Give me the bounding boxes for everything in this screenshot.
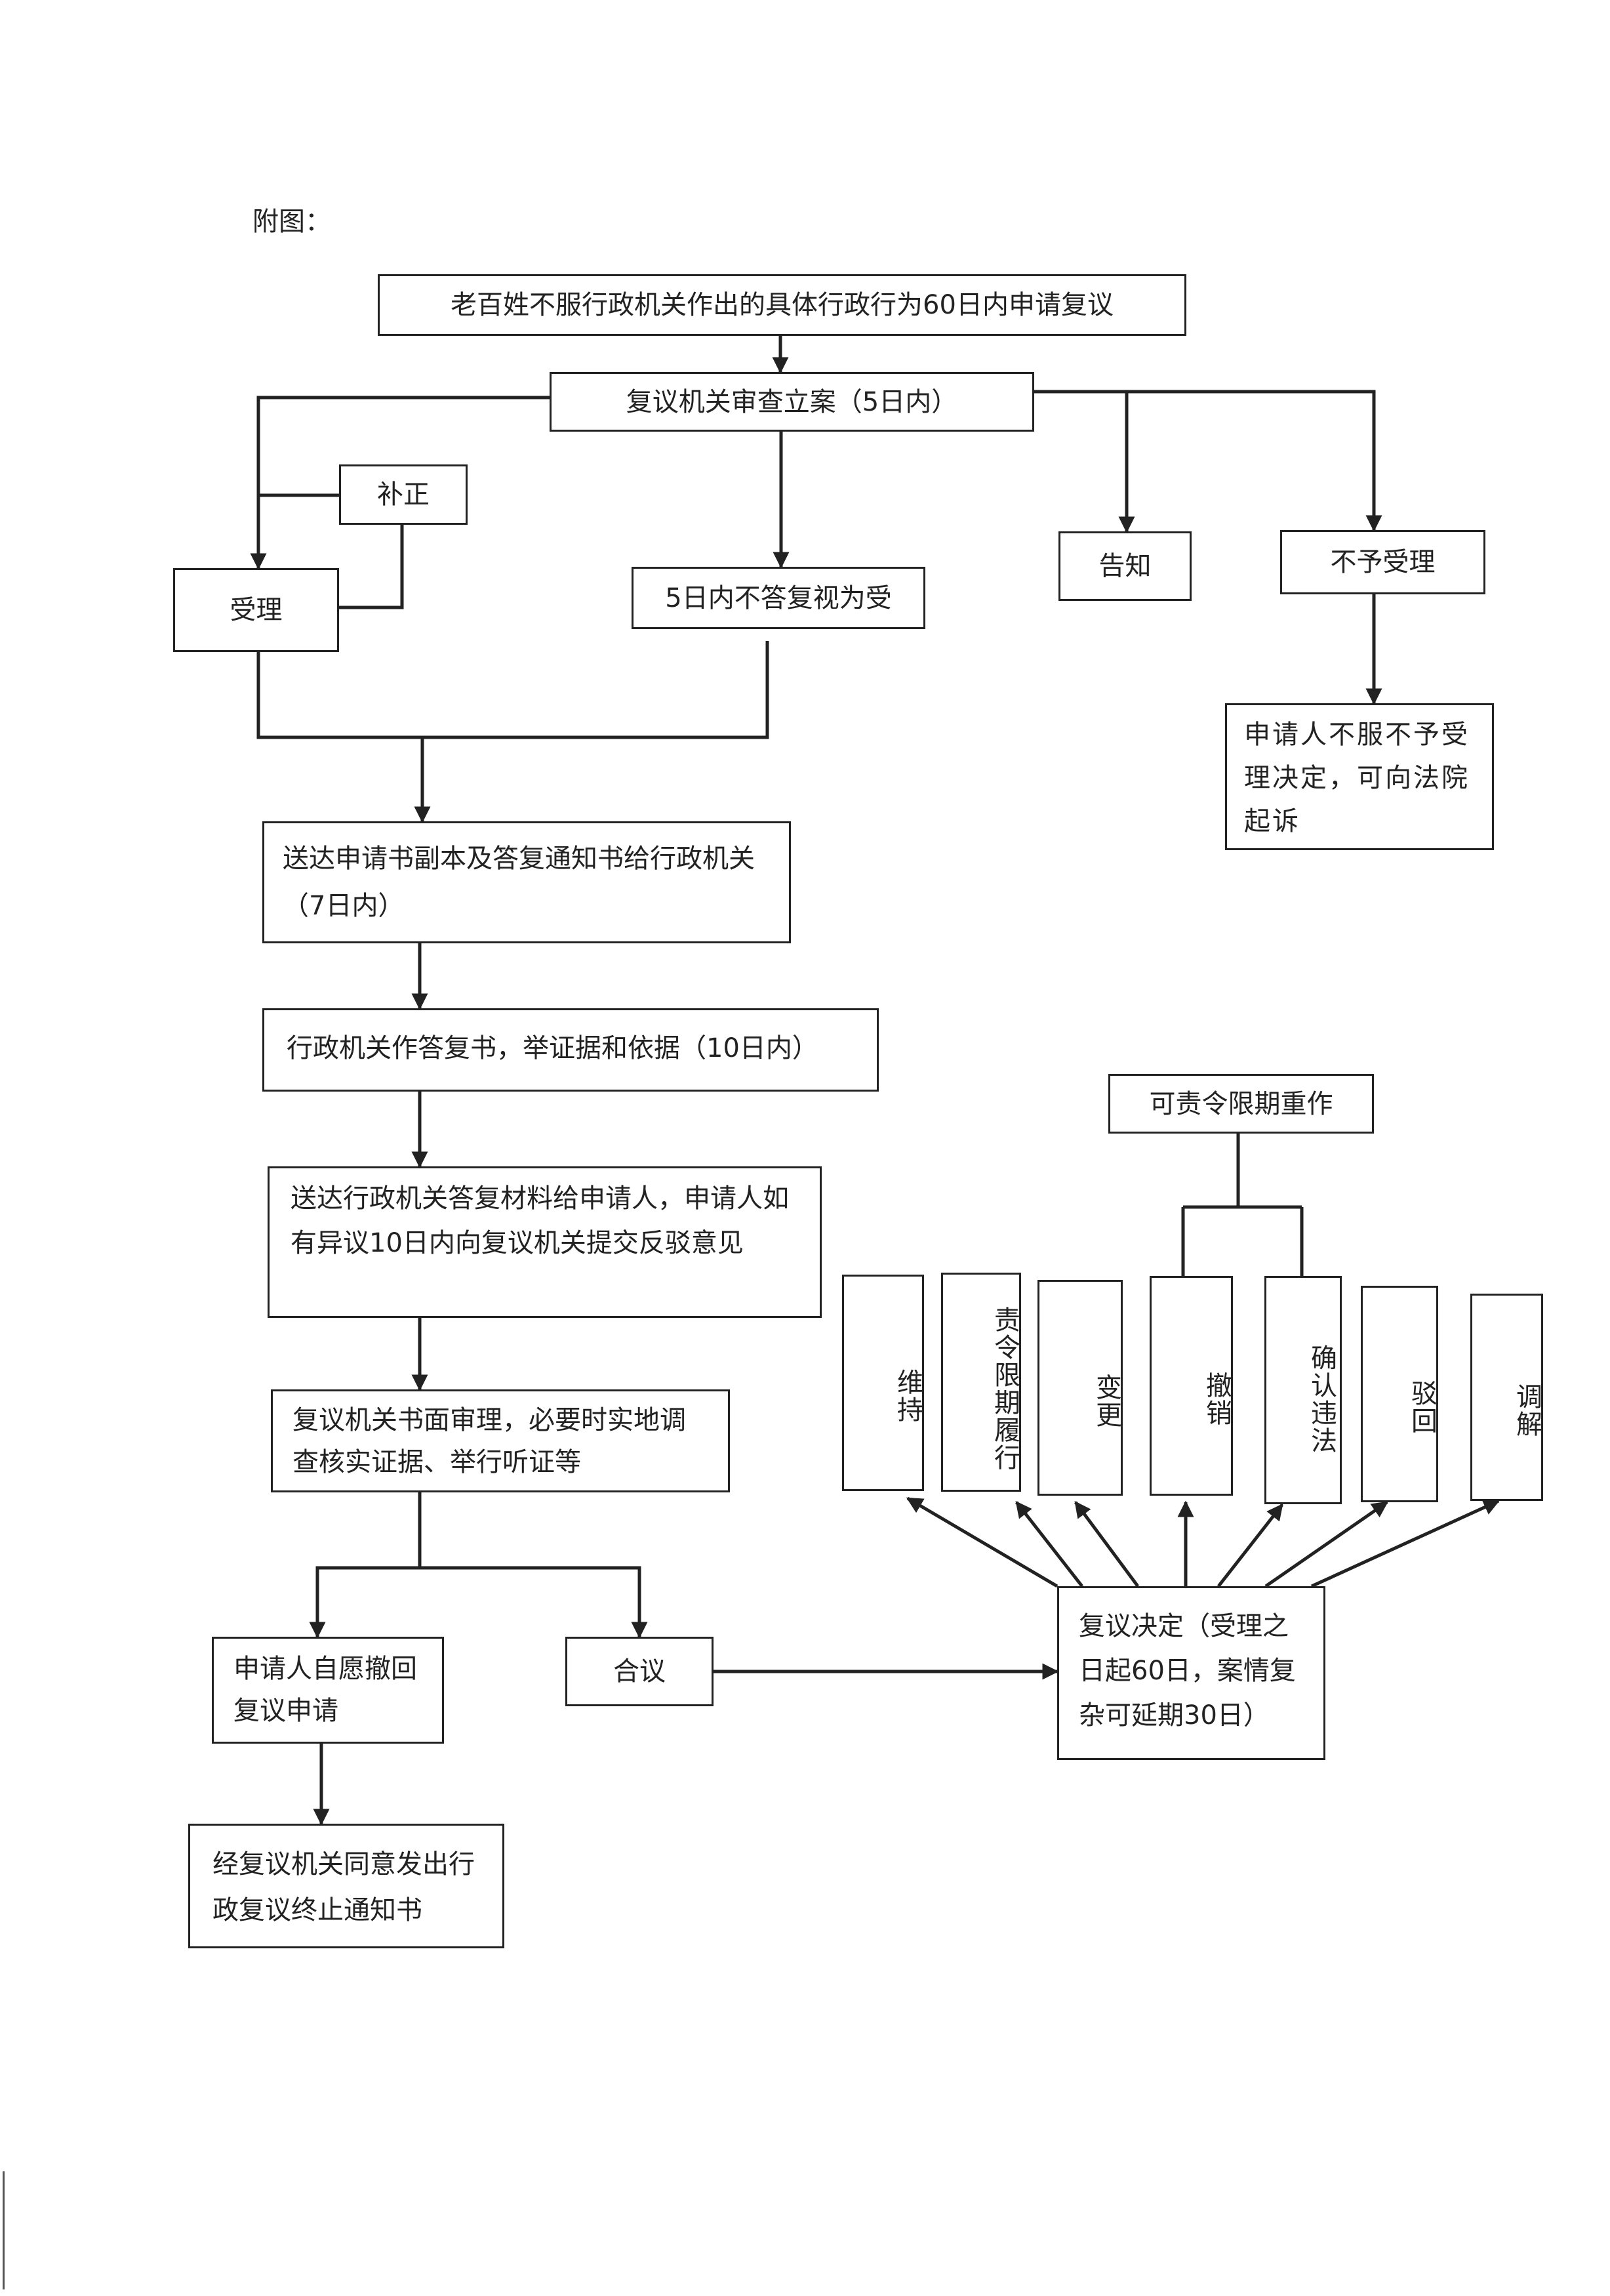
accept-text: 受理 — [230, 595, 283, 625]
deliver-copy-text: 送达申请书副本及答复通知书给行政机关（7日内） — [283, 844, 755, 921]
no-reply-box: 5日内不答复视为受 — [632, 567, 925, 629]
edge-decision-to-outcome-1 — [906, 1496, 1058, 1588]
collegial-text: 合议 — [613, 1656, 666, 1687]
decision-text: 复议决定（受理之日起60日，案情复杂可延期30日） — [1079, 1611, 1296, 1731]
deliver-reply-box: 送达行政机关答复材料给申请人，申请人如有异议10日内向复议机关提交反驳意见 — [268, 1166, 822, 1318]
edge-decision-to-outcome-5 — [1217, 1504, 1283, 1588]
redo-text: 可责令限期重作 — [1149, 1088, 1333, 1119]
edge-accept-to-correction — [339, 525, 404, 609]
edge-written-to-collegial — [420, 1566, 648, 1639]
outcome-label: 撤销 — [1201, 1371, 1232, 1427]
outcome-box-4: 撤销 — [1150, 1276, 1233, 1496]
outcome-box-5: 确认违法 — [1264, 1276, 1342, 1504]
edge-review-to-right — [1033, 390, 1382, 532]
agency-reply-text: 行政机关作答复书，举证据和依据（10日内） — [287, 1033, 818, 1063]
sue-text: 申请人不服不予受理决定，可向法院起诉 — [1244, 720, 1470, 836]
edge-decision-to-outcome-7 — [1310, 1499, 1500, 1588]
redo-box: 可责令限期重作 — [1108, 1074, 1374, 1134]
outcome-label: 确认违法 — [1306, 1344, 1337, 1454]
review-box: 复议机关审查立案（5日内） — [550, 372, 1034, 432]
review-text: 复议机关审查立案（5日内） — [626, 386, 958, 417]
no-reply-text: 5日内不答复视为受 — [665, 583, 892, 613]
decision-box: 复议决定（受理之日起60日，案情复杂可延期30日） — [1057, 1586, 1325, 1760]
agency-reply-box: 行政机关作答复书，举证据和依据（10日内） — [262, 1008, 879, 1092]
outcome-box-2: 责令限期履行 — [941, 1273, 1021, 1492]
edge-merge-left — [256, 641, 769, 739]
accept-box: 受理 — [173, 568, 339, 652]
notify-box: 告知 — [1058, 531, 1192, 601]
edge-decision-to-outcome-6 — [1264, 1500, 1389, 1588]
outcome-label: 责令限期履行 — [990, 1306, 1020, 1471]
outcome-label: 变更 — [1091, 1373, 1121, 1429]
deliver-reply-text: 送达行政机关答复材料给申请人，申请人如有异议10日内向复议机关提交反驳意见 — [291, 1183, 789, 1258]
outcome-box-7: 调解 — [1470, 1294, 1543, 1501]
deliver-copy-box: 送达申请书副本及答复通知书给行政机关（7日内） — [262, 821, 791, 943]
edge-decision-to-outcome-2 — [1015, 1501, 1083, 1588]
written-review-box: 复议机关书面审理，必要时实地调查核实证据、举行听证等 — [271, 1389, 730, 1492]
reject-box: 不予受理 — [1280, 530, 1485, 594]
notify-text: 告知 — [1098, 551, 1152, 581]
outcome-label: 调解 — [1512, 1383, 1542, 1438]
start-text: 老百姓不服行政机关作出的具体行政行为60日内申请复议 — [451, 290, 1114, 320]
terminate-box: 经复议机关同意发出行政复议终止通知书 — [188, 1824, 504, 1948]
caption: 附图： — [252, 207, 331, 237]
collegial-box: 合议 — [565, 1637, 714, 1706]
written-review-text: 复议机关书面审理，必要时实地调查核实证据、举行听证等 — [292, 1405, 686, 1477]
outcome-box-1: 维持 — [842, 1275, 924, 1491]
reject-text: 不予受理 — [1330, 547, 1436, 577]
edge-redo-bracket — [1181, 1134, 1304, 1276]
outcome-label: 驳回 — [1407, 1380, 1437, 1435]
correction-text: 补正 — [377, 480, 430, 510]
edge-review-to-accept — [250, 396, 550, 570]
start-box: 老百姓不服行政机关作出的具体行政行为60日内申请复议 — [378, 274, 1186, 336]
sue-box: 申请人不服不予受理决定，可向法院起诉 — [1225, 703, 1494, 850]
outcome-box-6: 驳回 — [1361, 1286, 1438, 1502]
outcome-label: 维持 — [893, 1368, 923, 1424]
withdraw-box: 申请人自愿撤回复议申请 — [212, 1637, 444, 1744]
correction-box: 补正 — [339, 464, 468, 525]
withdraw-text: 申请人自愿撤回复议申请 — [233, 1654, 417, 1726]
scan-edge-mark — [3, 2171, 5, 2289]
edge-written-split — [309, 1492, 422, 1639]
outcome-box-3: 变更 — [1037, 1280, 1123, 1496]
edge-decision-to-outcome-3 — [1074, 1500, 1140, 1588]
terminate-text: 经复议机关同意发出行政复议终止通知书 — [212, 1849, 475, 1925]
